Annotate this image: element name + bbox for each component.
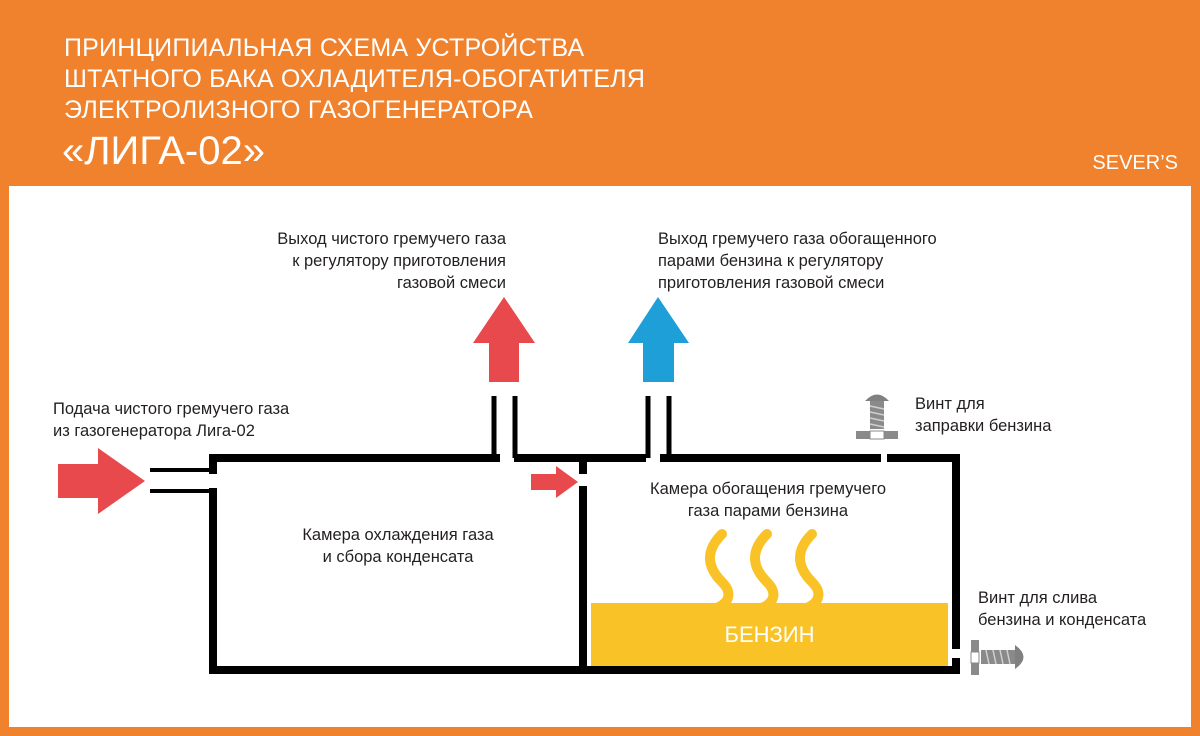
- drain-screw-icon: [970, 640, 1024, 675]
- fill-screw-label-line-2: заправки бензина: [915, 417, 1052, 435]
- outlet-enriched-label: Выход гремучего газа обогащенного парами…: [658, 228, 937, 294]
- cooling-chamber-label: Камера охлаждения газа и сбора конденсат…: [218, 524, 578, 568]
- fill-screw-icon: [856, 394, 898, 440]
- header: ПРИНЦИПИАЛЬНАЯ СХЕМА УСТРОЙСТВА ШТАТНОГО…: [0, 0, 1200, 186]
- enrich-chamber-label-line-1: Камера обогащения гремучего: [649, 480, 887, 498]
- outlet-enriched-label-line-1: Выход гремучего газа обогащенного: [658, 230, 937, 248]
- outlet-clean-label-line-2: к регулятору приготовления: [292, 252, 506, 270]
- outlet-clean-label: Выход чистого гремучего газа к регулятор…: [277, 228, 506, 294]
- enrich-chamber-label: Камера обогащения гремучего газа парами …: [590, 478, 946, 522]
- inlet-label-line-2: из газогенератора Лига-02: [53, 422, 255, 440]
- drain-screw-label: Винт для слива бензина и конденсата: [978, 587, 1146, 631]
- outlet-pipe-enriched: [645, 396, 672, 458]
- enriched-outlet-arrow-icon: [628, 297, 689, 382]
- title-main: «ЛИГА-02»: [62, 129, 265, 173]
- inlet-pipe: [150, 468, 213, 493]
- inlet-label: Подача чистого гремучего газа из газоген…: [53, 398, 289, 442]
- transfer-arrow-icon: [531, 466, 578, 498]
- fill-screw-label: Винт для заправки бензина: [915, 393, 1051, 437]
- tank-walls: [209, 454, 960, 674]
- outlet-pipe-clean: [491, 396, 518, 458]
- outlet-clean-label-line-1: Выход чистого гремучего газа: [277, 230, 506, 248]
- title-line-1: ПРИНЦИПИАЛЬНАЯ СХЕМА УСТРОЙСТВА: [64, 34, 585, 62]
- clean-outlet-arrow-icon: [473, 297, 535, 382]
- fuel-layer: [591, 603, 948, 666]
- inlet-label-line-1: Подача чистого гремучего газа: [53, 400, 290, 418]
- outlet-enriched-label-line-2: парами бензина к регулятору: [658, 252, 884, 270]
- fill-screw-label-line-1: Винт для: [915, 395, 985, 413]
- title-line-2: ШТАТНОГО БАКА ОХЛАДИТЕЛЯ-ОБОГАТИТЕЛЯ: [64, 65, 646, 93]
- cooling-chamber-label-line-2: и сбора конденсата: [322, 548, 474, 566]
- drain-screw-label-line-2: бензина и конденсата: [978, 611, 1147, 629]
- cooling-chamber-label-line-1: Камера охлаждения газа: [302, 526, 494, 544]
- outlet-clean-label-line-3: газовой смеси: [397, 274, 506, 292]
- fuel-label: БЕНЗИН: [724, 622, 815, 647]
- vapor-wavy-lines-icon: [705, 529, 824, 613]
- enrich-chamber-label-line-2: газа парами бензина: [687, 502, 849, 520]
- drain-screw-label-line-1: Винт для слива: [978, 589, 1098, 607]
- inlet-arrow-icon: [58, 448, 145, 514]
- title-line-3: ЭЛЕКТРОЛИЗНОГО ГАЗОГЕНЕРАТОРА: [64, 96, 534, 124]
- brand-logo-text: SEVER’S: [1092, 152, 1178, 174]
- outlet-enriched-label-line-3: приготовления газовой смеси: [658, 274, 885, 292]
